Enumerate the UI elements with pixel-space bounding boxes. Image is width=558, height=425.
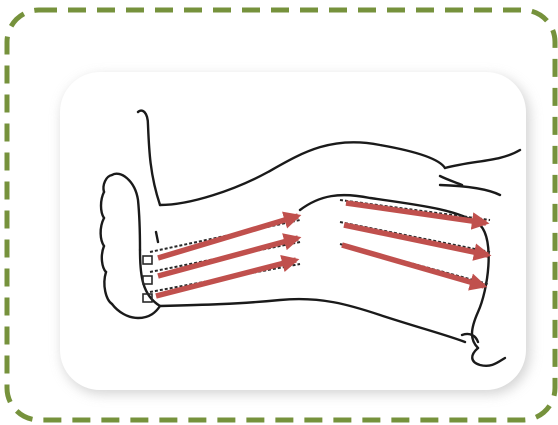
photo-card <box>60 72 530 394</box>
